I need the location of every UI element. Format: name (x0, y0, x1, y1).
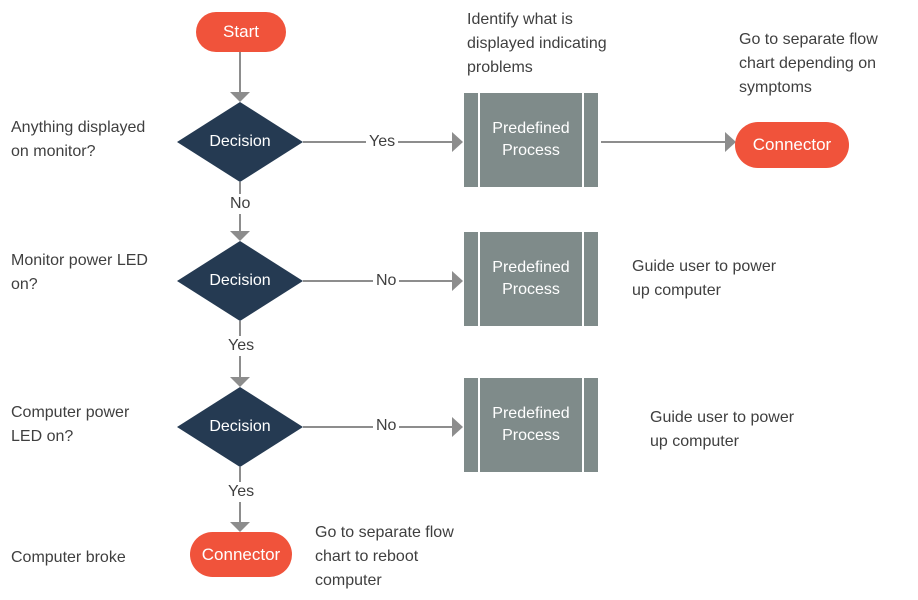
arrowhead-d1 (230, 92, 250, 102)
edge-label-d2-yes: Yes (225, 336, 258, 356)
process-1-label: Predefined Process (492, 120, 570, 159)
decision-3-label: Decision (209, 418, 271, 435)
arrowhead-process3 (452, 417, 463, 437)
process-3-label: Predefined Process (492, 405, 570, 444)
arrowhead-process1 (452, 132, 463, 152)
arrowhead-d3 (230, 377, 250, 387)
arrowhead-d2 (230, 231, 250, 241)
process-2-label: Predefined Process (492, 259, 570, 298)
edge-label-d1-yes: Yes (366, 132, 399, 152)
edge-label-d1-no: No (227, 194, 254, 214)
decision-diamond-1 (177, 102, 303, 182)
predefined-process-1: Predefined Process (464, 93, 598, 187)
note-process-2: Guide user to power up computer (632, 258, 777, 299)
start-label: Start (223, 22, 259, 41)
note-top-process: Identify what is displayed indicating pr… (467, 11, 607, 76)
decision-2-label: Decision (209, 272, 271, 289)
top-connector: Connector (735, 122, 849, 168)
decision-diamond-3 (177, 387, 303, 467)
question-4: Computer broke (11, 549, 126, 566)
edge-label-d2-no: No (373, 271, 400, 291)
arrowhead-bottom-connector (230, 522, 250, 532)
arrowhead-process2 (452, 271, 463, 291)
question-3: Computer power LED on? (11, 404, 130, 445)
predefined-process-2: Predefined Process (464, 232, 598, 326)
bottom-connector: Connector (190, 532, 292, 577)
question-1: Anything displayed on monitor? (11, 119, 146, 160)
decision-1-label: Decision (209, 133, 271, 150)
predefined-process-3: Predefined Process (464, 378, 598, 472)
arrowhead-top-connector (725, 132, 736, 152)
top-connector-label: Connector (752, 135, 832, 154)
bottom-connector-label: Connector (201, 544, 281, 564)
note-process-3: Guide user to power up computer (650, 409, 795, 450)
note-top-connector: Go to separate flow chart depending on s… (739, 31, 878, 96)
edge-label-d3-yes: Yes (225, 482, 258, 502)
edge-label-d3-no: No (373, 416, 400, 436)
question-2: Monitor power LED on? (11, 252, 148, 293)
start-terminal: Start (196, 12, 286, 52)
decision-diamond-2 (177, 241, 303, 321)
note-bottom-connector: Go to separate flow chart to reboot comp… (315, 524, 454, 589)
